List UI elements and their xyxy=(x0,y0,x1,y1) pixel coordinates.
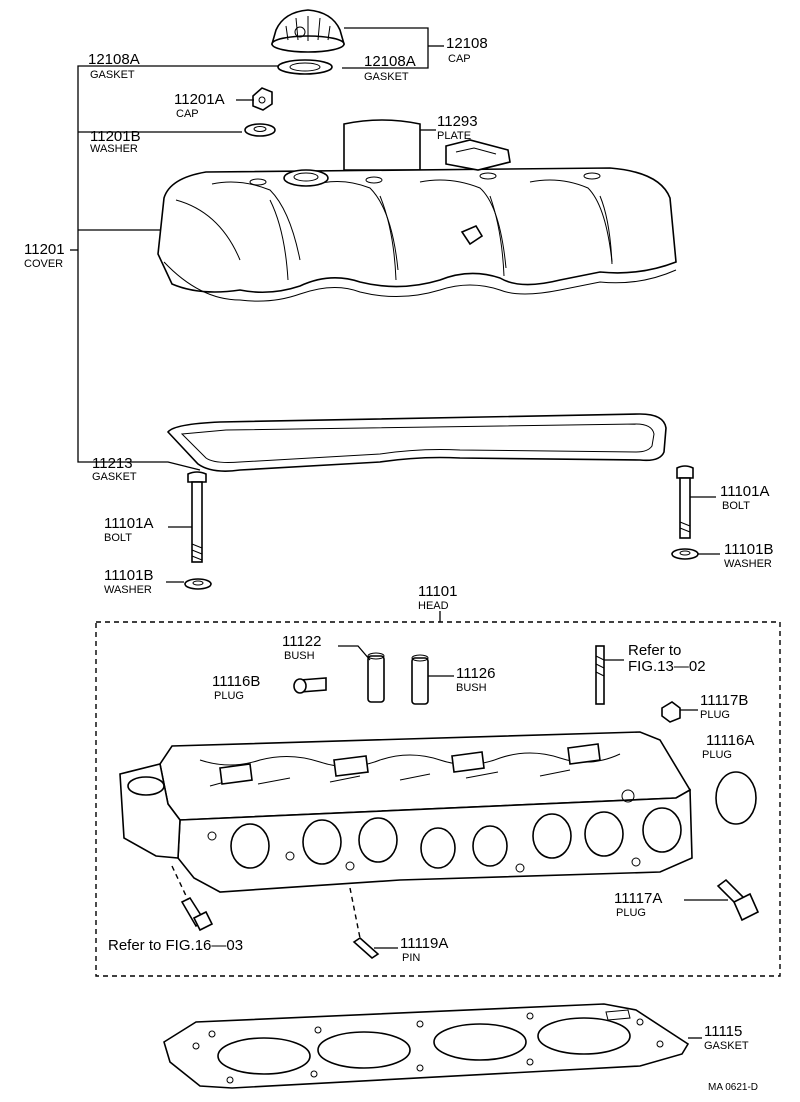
callout-11101b-left-number: 11101B xyxy=(104,567,154,584)
callout-11201-number: 11201 xyxy=(24,241,65,258)
callout-12108a-left: 12108A GASKET xyxy=(88,51,140,81)
callout-11101b-left-label: WASHER xyxy=(104,584,152,596)
callout-11126-number: 11126 xyxy=(456,665,496,682)
valve-guide-bush-11122 xyxy=(367,652,385,703)
expansion-plug-11116a xyxy=(715,771,757,825)
callout-11122: 11122 BUSH xyxy=(282,633,322,662)
callout-11213-number: 11213 xyxy=(92,455,133,472)
cap-gasket xyxy=(277,59,333,75)
callout-11201b: 11201B WASHER xyxy=(90,128,141,155)
callout-11101: 11101 HEAD xyxy=(418,583,458,612)
callout-11122-label: BUSH xyxy=(284,650,315,662)
cover-washer xyxy=(244,123,276,137)
reference-fig-13-02: Refer to FIG.13—02 xyxy=(628,642,706,675)
cover-bolt-right xyxy=(676,465,694,539)
callout-12108-number: 12108 xyxy=(446,35,488,52)
reference-fig-13-line1: Refer to xyxy=(628,642,681,659)
callout-11201b-number: 11201B xyxy=(90,128,141,145)
callout-11101b-right: 11101B WASHER xyxy=(724,541,774,570)
callout-11126: 11126 BUSH xyxy=(456,665,496,694)
head-washer-left xyxy=(184,578,212,590)
callout-11116a-number: 11116A xyxy=(706,732,754,749)
callout-11115-number: 11115 xyxy=(704,1023,742,1040)
callout-11201-label: COVER xyxy=(24,258,63,270)
callout-11119a: 11119A PIN xyxy=(400,935,448,964)
callout-11293-number: 11293 xyxy=(437,113,478,130)
cylinder-head xyxy=(119,731,693,893)
callout-11101a-right-number: 11101A xyxy=(720,483,770,500)
callout-11115-label: GASKET xyxy=(704,1040,749,1052)
callout-11117a-label: PLUG xyxy=(616,907,646,919)
callout-12108: 12108 CAP xyxy=(342,27,488,69)
callout-11101b-right-number: 11101B xyxy=(724,541,774,558)
cover-bolt-left xyxy=(187,471,207,563)
callout-11116b-number: 11116B xyxy=(212,673,260,690)
callout-11116a: 11116A PLUG xyxy=(702,732,754,761)
callout-11101a-left-label: BOLT xyxy=(104,532,132,544)
callout-12108a-left-label: GASKET xyxy=(90,69,135,81)
reference-fig-16-03: Refer to FIG.16—03 xyxy=(108,937,243,954)
callout-11101-number: 11101 xyxy=(418,583,458,600)
callout-11116b-label: PLUG xyxy=(214,690,244,702)
expansion-plug-11116b xyxy=(293,677,327,694)
head-stud xyxy=(595,645,605,705)
callout-11117b-number: 11117B xyxy=(700,692,748,709)
callout-11293: 11293 PLATE xyxy=(437,113,478,142)
callout-11126-label: BUSH xyxy=(456,682,487,694)
callout-11101b-right-label: WASHER xyxy=(724,558,772,570)
callout-11201a-label: CAP xyxy=(176,108,199,120)
callout-11201a: 11201A CAP xyxy=(174,91,225,120)
callout-11116a-label: PLUG xyxy=(702,749,732,761)
callout-11213-label: GASKET xyxy=(92,471,137,483)
callout-11201: 11201 COVER xyxy=(24,241,65,270)
callout-11115: 11115 GASKET xyxy=(704,1023,749,1052)
diagram-code: MA 0621-D xyxy=(708,1082,758,1093)
callout-12108a-left-number: 12108A xyxy=(88,51,140,68)
callout-12108a-right-number: 12108A xyxy=(364,53,416,70)
callout-12108-label: CAP xyxy=(448,53,471,65)
head-assembly-boundary xyxy=(95,621,781,977)
name-plate xyxy=(343,119,421,171)
callout-11119a-label: PIN xyxy=(402,952,420,964)
callout-11293-label: PLATE xyxy=(437,130,471,142)
callout-11201a-number: 11201A xyxy=(174,91,225,108)
callout-11122-number: 11122 xyxy=(282,633,322,650)
callout-11101a-left-number: 11101A xyxy=(104,515,154,532)
screw-plug-11117a xyxy=(716,878,760,922)
callout-11117a: 11117A PLUG xyxy=(614,890,662,919)
reference-fig-16: Refer to FIG.16—03 xyxy=(108,937,243,954)
screw-plug-11117b xyxy=(661,701,681,723)
valve-guide-bush-11126 xyxy=(411,654,429,705)
cylinder-head-gasket xyxy=(163,1003,690,1089)
temp-sender-fitting xyxy=(180,896,214,932)
callout-12108a-right-label: GASKET xyxy=(364,71,409,83)
cover-gasket xyxy=(166,413,667,472)
callout-11101a-right: 11101A BOLT xyxy=(720,483,770,512)
callout-11117b: 11117B PLUG xyxy=(700,692,748,721)
callout-11213: 11213 GASKET xyxy=(92,455,137,483)
callout-bracket-cover-group xyxy=(70,65,278,471)
callout-11117a-number: 11117A xyxy=(614,890,662,907)
callout-11101a-left: 11101A BOLT xyxy=(104,515,154,544)
reference-fig-13-line2: FIG.13—02 xyxy=(628,658,706,675)
callout-11201b-label: WASHER xyxy=(90,143,138,155)
callout-11117b-label: PLUG xyxy=(700,709,730,721)
cylinder-head-cover xyxy=(157,139,677,302)
callout-11119a-number: 11119A xyxy=(400,935,448,952)
callout-11101a-right-label: BOLT xyxy=(722,500,750,512)
callout-12108a-right: 12108A GASKET xyxy=(364,53,416,83)
oil-filler-cap xyxy=(271,9,345,53)
dowel-pin xyxy=(352,936,380,960)
cover-nut-cap xyxy=(252,87,273,111)
callout-11116b: 11116B PLUG xyxy=(212,673,260,702)
callout-11101-label: HEAD xyxy=(418,600,449,612)
callout-11101b-left: 11101B WASHER xyxy=(104,567,154,596)
head-washer-right xyxy=(671,548,699,560)
